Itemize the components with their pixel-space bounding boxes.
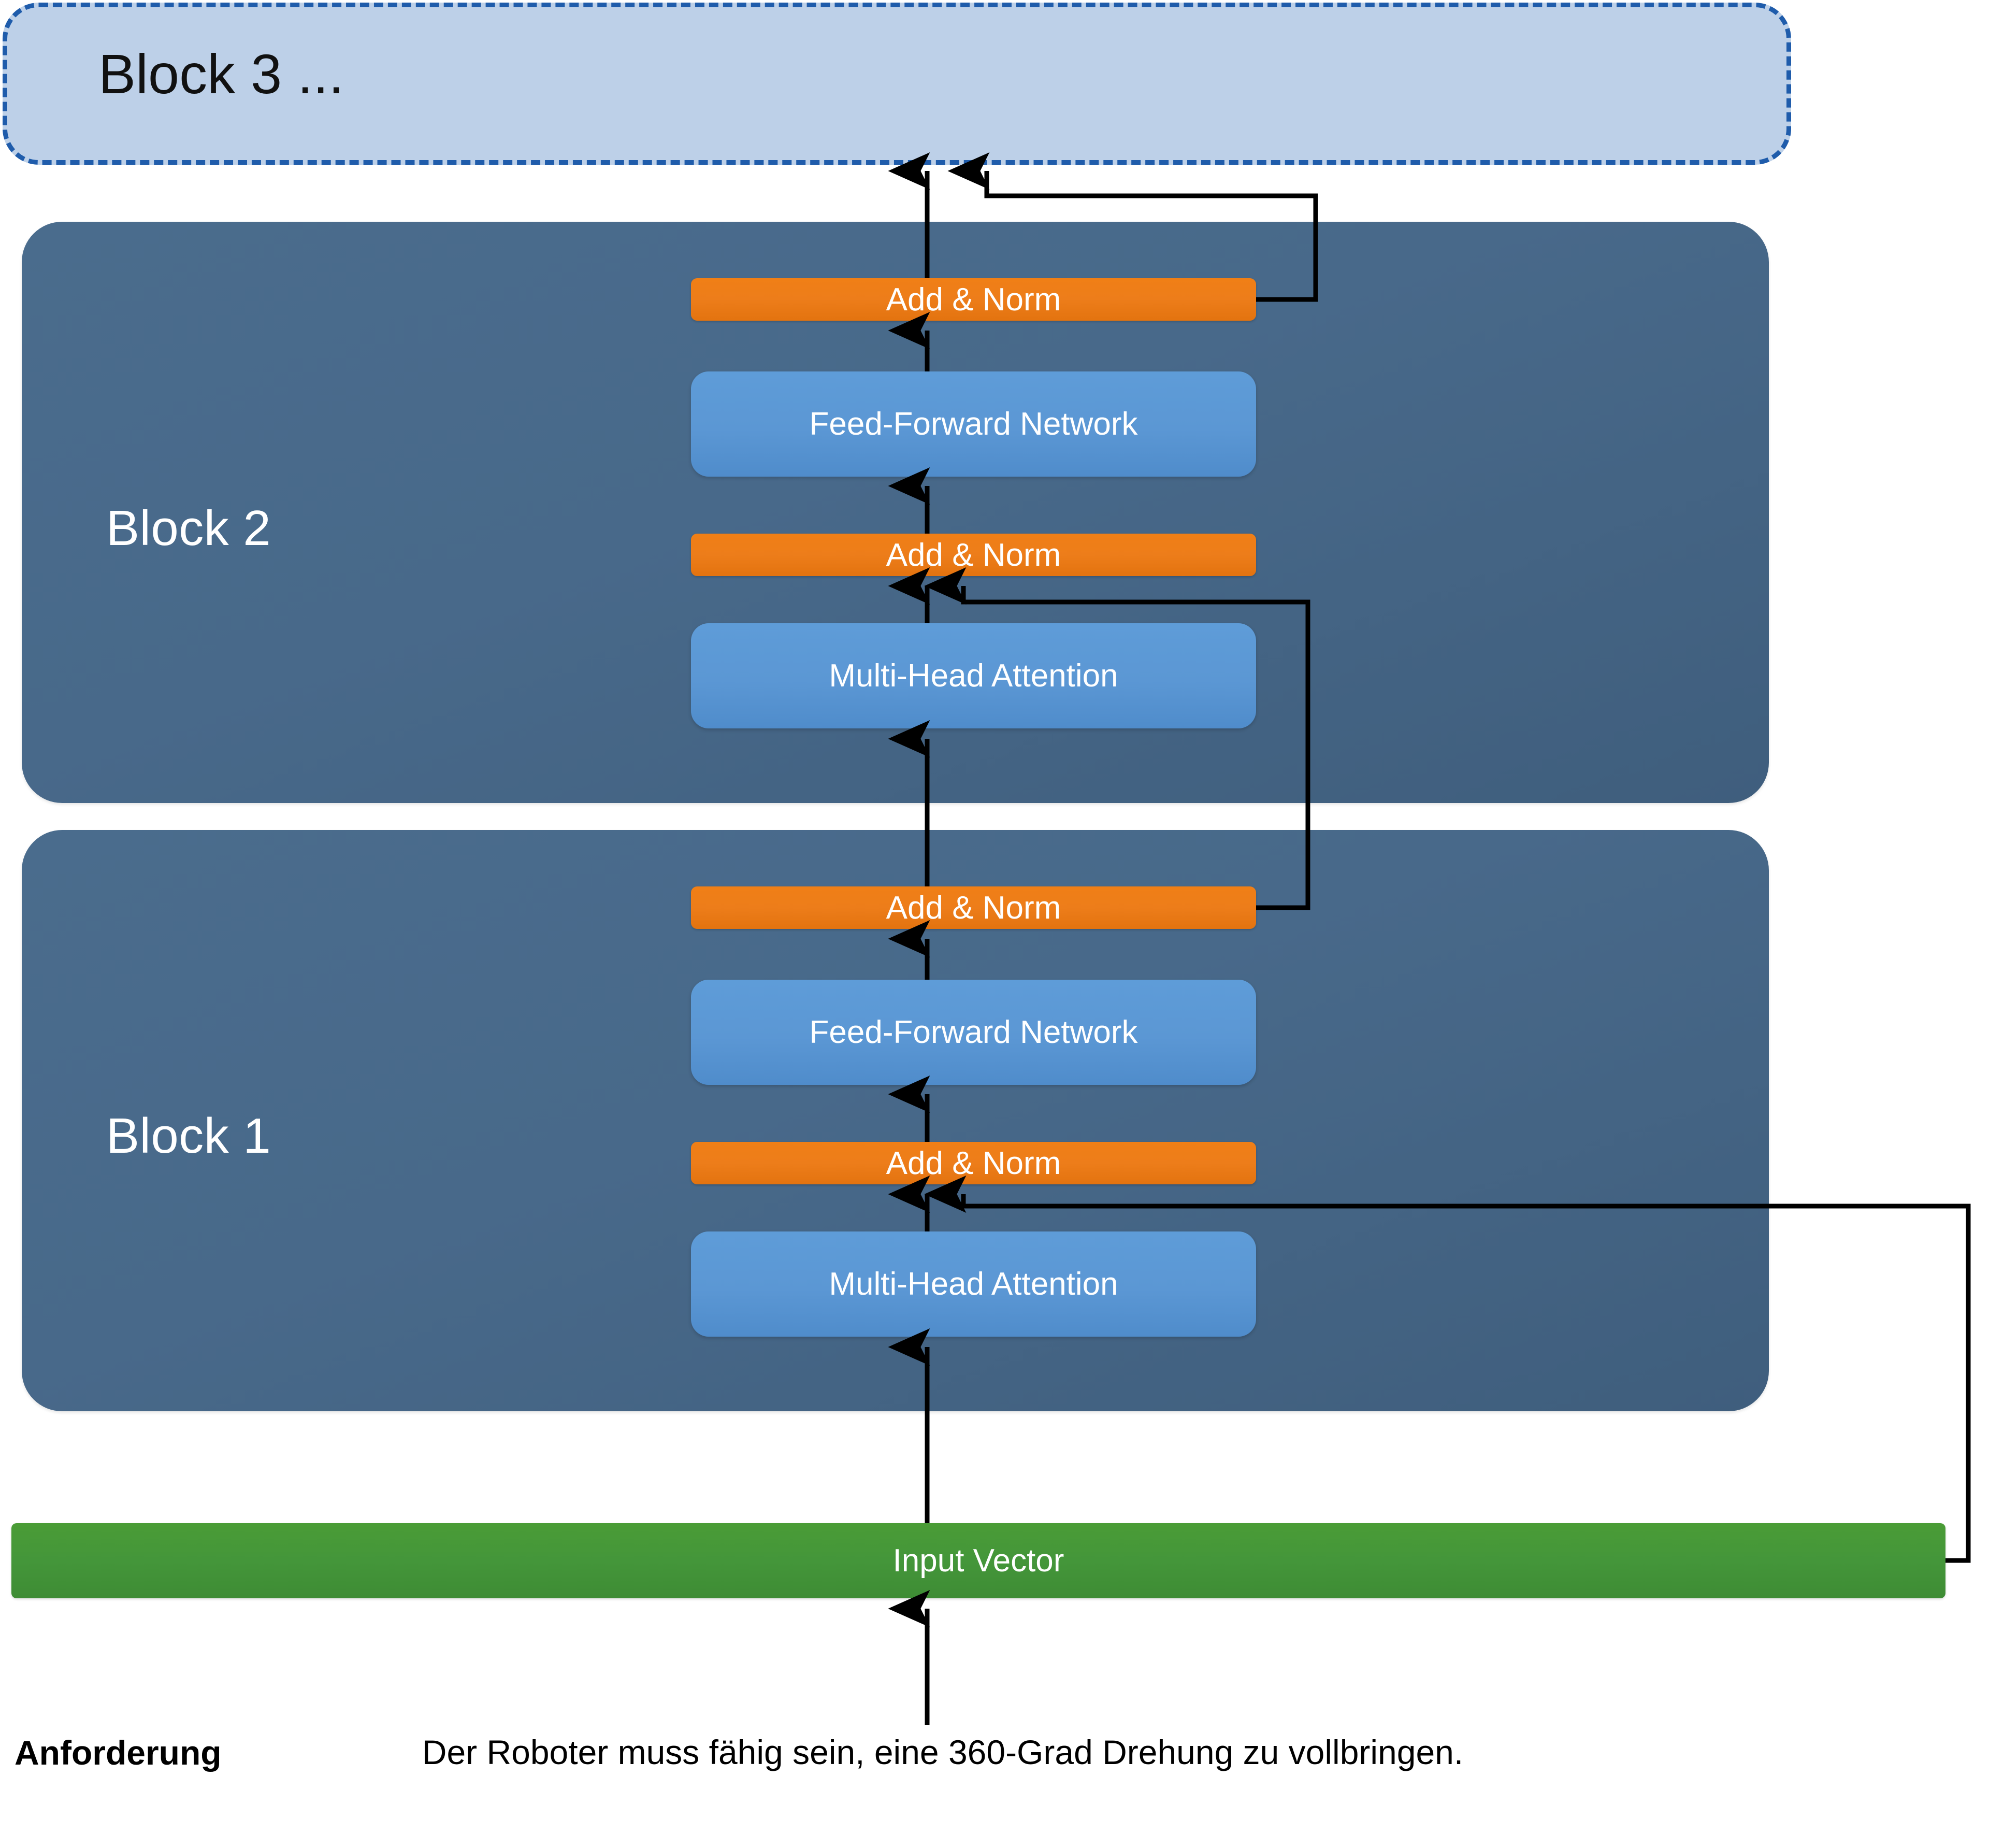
- block-3-label: Block 3 ...: [98, 42, 344, 105]
- input-vector-bar[interactable]: Input Vector: [11, 1523, 1945, 1598]
- block-1-feed-forward-network[interactable]: Feed-Forward Network: [691, 980, 1256, 1085]
- requirement-text: Der Roboter muss fähig sein, eine 360-Gr…: [422, 1733, 1464, 1771]
- block-1-add-norm-bottom[interactable]: Add & Norm: [691, 1142, 1256, 1184]
- requirement-label: Anforderung: [15, 1734, 222, 1772]
- block-2-feed-forward-network[interactable]: Feed-Forward Network: [691, 371, 1256, 477]
- block-2-add-norm-bottom[interactable]: Add & Norm: [691, 534, 1256, 576]
- block-2-add-norm-top[interactable]: Add & Norm: [691, 278, 1256, 321]
- block-3-container[interactable]: [3, 3, 1791, 165]
- block-1-label: Block 1: [106, 1108, 271, 1164]
- block-1-multi-head-attention[interactable]: Multi-Head Attention: [691, 1231, 1256, 1337]
- block-2-multi-head-attention[interactable]: Multi-Head Attention: [691, 623, 1256, 728]
- block-2-label: Block 2: [106, 500, 271, 556]
- block-1-add-norm-top[interactable]: Add & Norm: [691, 886, 1256, 929]
